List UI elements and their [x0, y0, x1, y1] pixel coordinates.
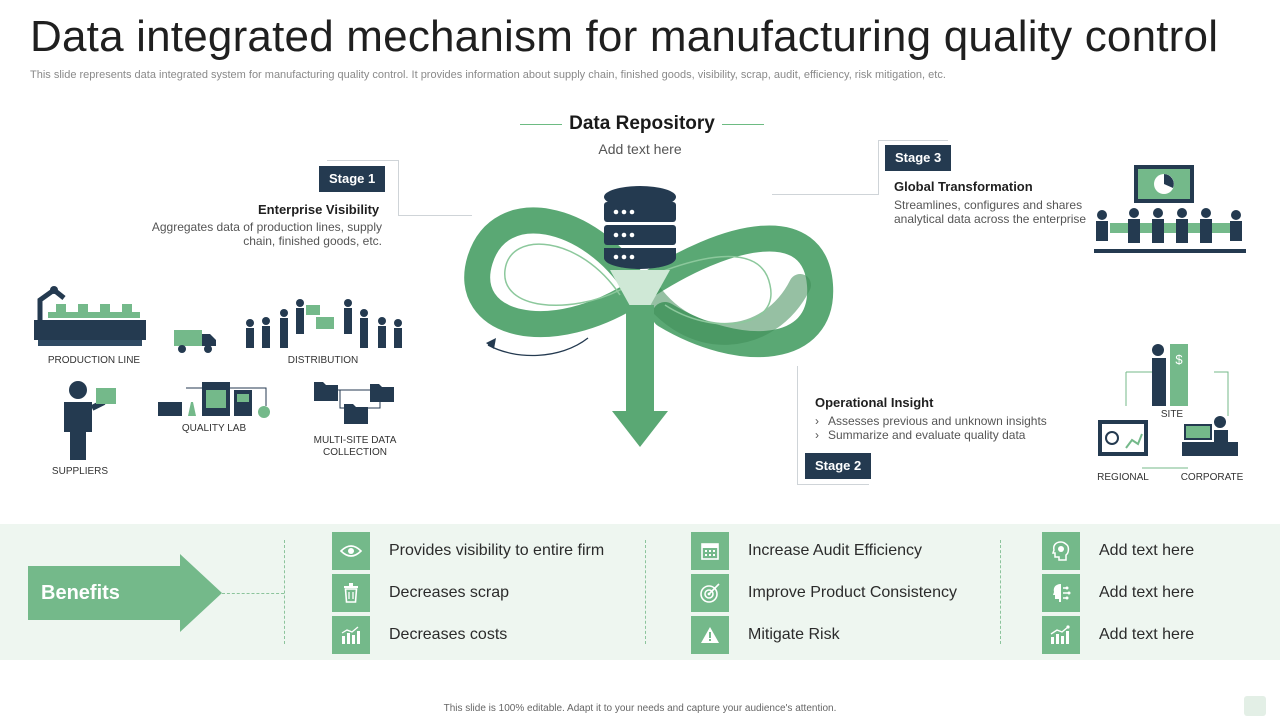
infinity-loop-front	[634, 274, 811, 345]
repo-title-line-left	[520, 124, 562, 125]
infinity-diagram	[464, 186, 834, 447]
trash-icon	[332, 574, 370, 612]
stage2-connector-bottom	[797, 484, 869, 485]
supplier-person-icon	[64, 381, 116, 460]
benefit-item-7: Add text here	[1042, 532, 1194, 570]
suppliers-label: SUPPLIERS	[51, 466, 109, 477]
corner-placeholder-box	[1244, 696, 1266, 716]
benefit-item-8: Add text here	[1042, 574, 1194, 612]
stage2-description: Assesses previous and unknown insights S…	[815, 414, 1085, 442]
stage3-heading: Global Transformation	[894, 179, 1033, 194]
multisite-folders-icon	[314, 382, 394, 424]
stage2-heading: Operational Insight	[815, 395, 934, 410]
benefits-divider-2	[645, 540, 646, 644]
brain-head-icon	[1042, 532, 1080, 570]
stage1-connector-top	[327, 160, 399, 161]
cost-chart-icon	[332, 616, 370, 654]
repository-title: Data Repository	[569, 113, 715, 134]
stage3-desc-line1: Streamlines, configures and shares	[894, 198, 1083, 212]
site-label: SITE	[1160, 409, 1184, 420]
target-icon	[691, 574, 729, 612]
stage1-description: Aggregates data of production lines, sup…	[120, 220, 382, 248]
stage1-badge: Stage 1	[319, 166, 386, 192]
benefit-item-2: Decreases scrap	[332, 574, 509, 612]
site-dollar-sign: $	[1175, 352, 1183, 367]
benefit-label-4: Increase Audit Efficiency	[748, 542, 923, 559]
page-title: Data integrated mechanism for manufactur…	[30, 12, 1219, 61]
loop-arrow-curve	[487, 337, 589, 357]
ai-head-icon	[1042, 574, 1080, 612]
stage3-connector-vertical	[878, 140, 879, 195]
benefit-label-9: Add text here	[1099, 626, 1195, 643]
stage1-desc-line2: chain, finished goods, etc.	[243, 234, 382, 248]
production-line-icon	[34, 286, 146, 346]
benefits-divider-1	[284, 540, 285, 644]
stage1-heading: Enterprise Visibility	[258, 202, 380, 217]
stage2-badge: Stage 2	[805, 453, 872, 479]
quality-lab-label: QUALITY LAB	[181, 423, 247, 434]
stage2-bullet1: Assesses previous and unknown insights	[815, 414, 1085, 428]
distribution-icon	[246, 299, 402, 348]
repo-title-line-right	[722, 124, 764, 125]
stage1-connector-bottom	[398, 215, 472, 216]
repository-subtitle: Add text here	[598, 141, 682, 157]
distribution-label: DISTRIBUTION	[287, 355, 359, 366]
benefit-item-1: Provides visibility to entire firm	[332, 532, 604, 570]
multisite-label: MULTI-SITE DATA COLLECTION	[300, 435, 410, 459]
stage1-desc-line1: Aggregates data of production lines, sup…	[151, 220, 382, 234]
multisite-label-line2: COLLECTION	[323, 447, 387, 458]
down-arrow-head	[612, 411, 668, 447]
benefit-label-7: Add text here	[1099, 542, 1195, 559]
benefits-label: Benefits	[41, 582, 120, 604]
benefit-item-4: Increase Audit Efficiency	[691, 532, 922, 570]
truck-icon	[174, 330, 216, 353]
benefit-label-8: Add text here	[1099, 584, 1195, 601]
benefit-item-9: Add text here	[1042, 616, 1194, 654]
infinity-inner-line	[504, 243, 772, 325]
calendar-icon	[691, 532, 729, 570]
quality-lab-icon	[158, 382, 270, 418]
page-subtitle: This slide represents data integrated sy…	[30, 69, 946, 81]
stage3-desc-line2: analytical data across the enterprise	[894, 212, 1087, 226]
meeting-presentation-icon	[1094, 165, 1246, 253]
benefit-item-6: Mitigate Risk	[691, 616, 840, 654]
benefits-arrow	[28, 554, 222, 632]
database-icon	[604, 186, 676, 269]
regional-label: REGIONAL	[1097, 472, 1149, 483]
benefits-divider-3	[1000, 540, 1001, 644]
loop-arrow-head	[486, 338, 496, 349]
infinity-center-wedge	[610, 270, 670, 315]
stage3-badge: Stage 3	[885, 145, 952, 171]
benefit-label-3: Decreases costs	[389, 626, 508, 643]
benefits-arrow-dash	[222, 593, 284, 594]
multisite-label-line1: MULTI-SITE DATA	[313, 435, 397, 446]
benefit-item-5: Improve Product Consistency	[691, 574, 957, 612]
stage2-bullet2: Summarize and evaluate quality data	[815, 428, 1085, 442]
stage3-description: Streamlines, configures and shares analy…	[894, 198, 1104, 226]
benefit-item-3: Decreases costs	[332, 616, 507, 654]
stage1-connector-vertical	[398, 160, 399, 216]
footer-note: This slide is 100% editable. Adapt it to…	[443, 703, 837, 714]
stage3-connector-top	[878, 140, 948, 141]
warning-icon	[691, 616, 729, 654]
site-network-icon	[1098, 344, 1238, 469]
growth-chart-icon	[1042, 616, 1080, 654]
eye-icon	[332, 532, 370, 570]
stage3-connector-bottom	[772, 194, 878, 195]
benefit-label-5: Improve Product Consistency	[748, 584, 957, 601]
down-arrow-shaft	[626, 305, 654, 415]
benefit-label-2: Decreases scrap	[389, 584, 510, 601]
benefit-label-6: Mitigate Risk	[748, 626, 840, 643]
corporate-label: CORPORATE	[1180, 472, 1244, 483]
stage2-connector-vertical	[797, 366, 798, 484]
production-line-label: PRODUCTION LINE	[47, 355, 141, 366]
benefit-label-1: Provides visibility to entire firm	[389, 542, 605, 559]
